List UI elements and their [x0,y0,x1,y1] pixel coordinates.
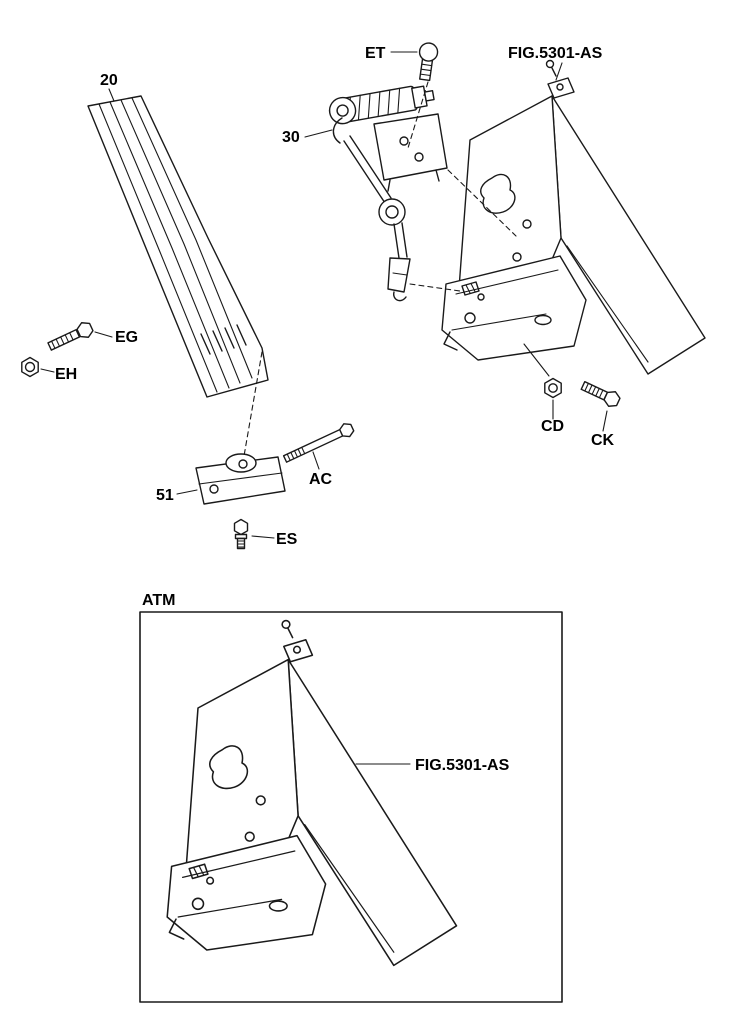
callout-fig-atm: FIG.5301-AS [415,757,510,774]
leader-lines [40,51,608,765]
callout-part-30: 30 [282,129,300,146]
bracket-part-51 [195,453,286,505]
base-bracket [441,255,587,361]
bolt-eg [47,322,94,351]
throttle-lever-assembly-part-30 [328,85,448,302]
return-spring [328,85,435,125]
atm-pedal-bracket-fig5301-as [166,619,458,967]
top-tab-bolt [545,59,575,99]
bolt-es [233,518,249,550]
callout-et: ET [365,45,386,62]
accelerator-pedal-pad-part-20 [87,95,269,398]
assembly-guide-lines [243,81,550,457]
atm-section-title: ATM [142,592,175,609]
callout-es: ES [276,531,298,548]
pedal-bracket-fig5301-as [441,59,706,375]
kidney-hole [480,173,516,214]
callout-ck: CK [591,432,615,449]
nut-cd [544,377,562,399]
callout-eg: EG [115,329,138,346]
bolt-ac [282,423,355,463]
mount-plate [373,113,448,181]
callout-eh: EH [55,366,77,383]
bolt-ck [580,380,621,407]
callout-part-51: 51 [156,487,174,504]
callout-part-20: 20 [100,72,118,89]
callout-ac: AC [309,471,333,488]
bolt-et [418,42,439,82]
atm-frame [139,611,563,1003]
nut-eh [21,356,39,378]
callout-cd: CD [541,418,564,435]
callout-fig-top: FIG.5301-AS [508,45,603,62]
